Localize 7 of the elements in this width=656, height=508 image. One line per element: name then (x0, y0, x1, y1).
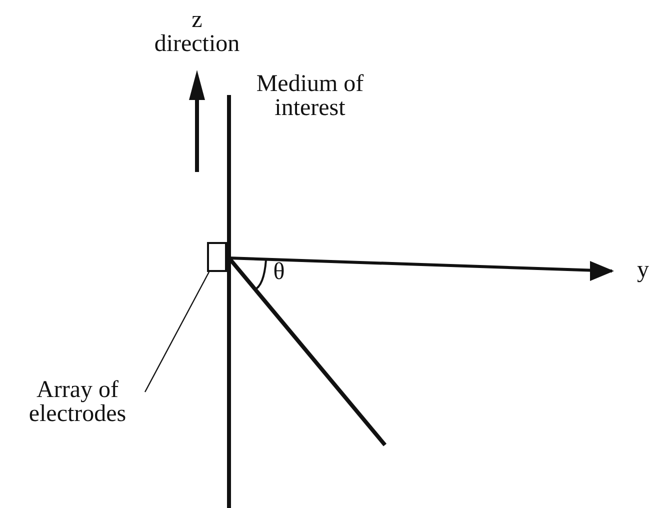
region-label: Medium of interest (255, 72, 365, 120)
angle-label: θ (272, 260, 286, 284)
leader-line (144, 272, 210, 392)
electrode-array-box (207, 242, 227, 272)
axis-label: y (636, 258, 650, 282)
axis-label: z direction (153, 8, 241, 56)
callout-label: Array of electrodes (5, 378, 150, 426)
